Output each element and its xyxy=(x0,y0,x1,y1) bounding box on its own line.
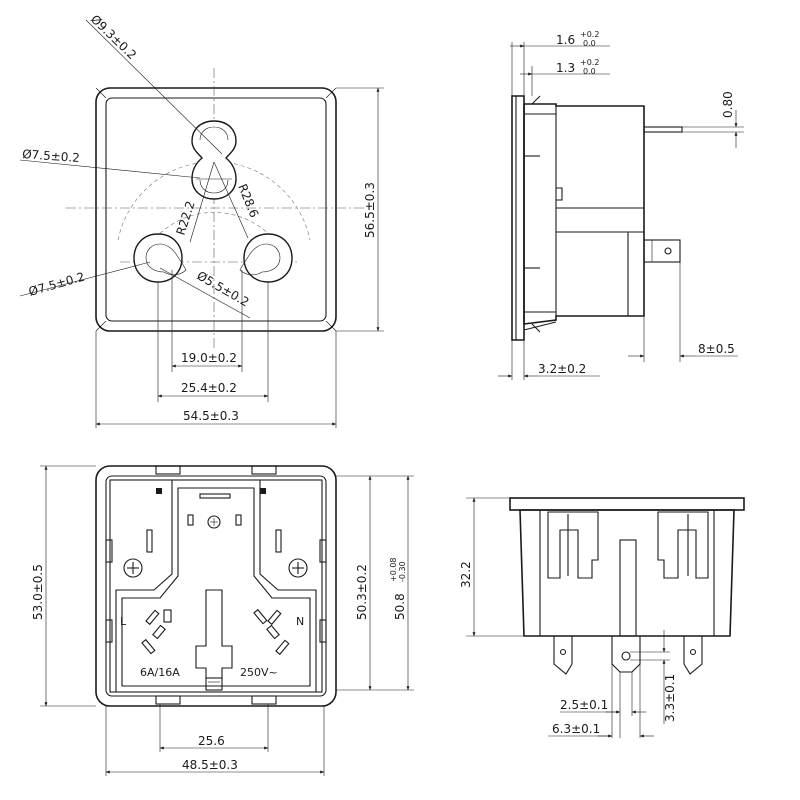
front-dim-spacing-inner: 19.0±0.2 xyxy=(181,351,237,365)
rear-outer-frame xyxy=(95,465,337,707)
side-dim-t1-sup: +0.2 xyxy=(580,30,599,39)
front-dim-d-mid-pin: Ø7.5±0.2 xyxy=(22,147,81,165)
rear-dim-height-body: 50.3±0.2 xyxy=(355,564,369,620)
front-dim-d-top-pin: Ø9.3±0.2 xyxy=(88,12,139,62)
side-top-terminal xyxy=(643,126,683,133)
side-body xyxy=(523,103,645,325)
side-dim-t1: 1.6 xyxy=(556,33,575,47)
rear-dim-cutout: 50.8 xyxy=(393,593,407,620)
bottom-dim-depth: 32.2 xyxy=(459,561,473,588)
rear-dim-cutout-sup: +0.08 xyxy=(389,557,398,582)
side-view: 1.6 +0.2 0.0 1.3 +0.2 0.0 0.80 3.2±0.2 8… xyxy=(498,30,744,380)
bottom-view: 32.2 2.5±0.1 6.3±0.1 3.3±0.1 xyxy=(459,497,745,738)
bottom-terminal-left xyxy=(553,636,573,675)
rear-inner-frame xyxy=(105,475,327,697)
rear-dim-width: 48.5±0.3 xyxy=(182,758,238,772)
side-dim-flange: 3.2±0.2 xyxy=(538,362,586,376)
front-dim-r-outer: R28.6 xyxy=(235,182,261,220)
side-dim-terminal-thk: 0.80 xyxy=(721,91,735,118)
rear-current-rating: 6A/16A xyxy=(140,666,180,679)
bottom-dim-tab-pitch: 6.3±0.1 xyxy=(552,722,600,736)
bottom-terminal-mid xyxy=(611,636,641,673)
earth-contact-blade xyxy=(195,589,233,679)
bottom-body xyxy=(519,509,735,637)
front-dim-spacing-outer: 25.4±0.2 xyxy=(181,381,237,395)
neutral-screw-icon xyxy=(288,558,308,578)
front-dim-r-inner: R22.2 xyxy=(174,199,198,237)
front-inner-frame xyxy=(105,97,327,322)
rear-dim-latch-spacing: 25.6 xyxy=(198,734,225,748)
bottom-dim-hole: 3.3±0.1 xyxy=(663,674,677,722)
front-dim-d-side-pin: Ø7.5±0.2 xyxy=(27,270,86,299)
side-dim-t2-sub: 0.0 xyxy=(583,67,596,76)
side-mid-terminal xyxy=(643,239,681,263)
rear-live-label: L xyxy=(120,615,127,628)
live-screw-icon xyxy=(123,558,143,578)
bottom-terminal-right xyxy=(683,636,703,675)
earth-pin-socket xyxy=(191,120,237,200)
front-outer-frame xyxy=(95,87,337,332)
rear-dim-height-outer: 53.0±0.5 xyxy=(31,564,45,620)
rear-dim-cutout-sub: -0.30 xyxy=(398,561,407,582)
front-dim-width: 54.5±0.3 xyxy=(183,409,239,423)
rear-neutral-label: N xyxy=(296,615,304,628)
side-dim-t1-sub: 0.0 xyxy=(583,39,596,48)
bottom-flange xyxy=(509,497,745,511)
bottom-dim-tab-width: 2.5±0.1 xyxy=(560,698,608,712)
front-view: Ø9.3±0.2 Ø7.5±0.2 Ø7.5±0.2 Ø5.5±0.2 R22.… xyxy=(19,12,384,428)
rear-voltage-rating: 250V~ xyxy=(240,666,278,679)
side-dim-t2: 1.3 xyxy=(556,61,575,75)
front-dim-height: 56.5±0.3 xyxy=(363,182,377,238)
side-dim-terminal-len: 8±0.5 xyxy=(698,342,735,356)
side-dim-t2-sup: +0.2 xyxy=(580,58,599,67)
rear-view: L N 6A/16A 250V~ 53.0±0.5 50.3±0.2 50.8 … xyxy=(31,465,414,776)
